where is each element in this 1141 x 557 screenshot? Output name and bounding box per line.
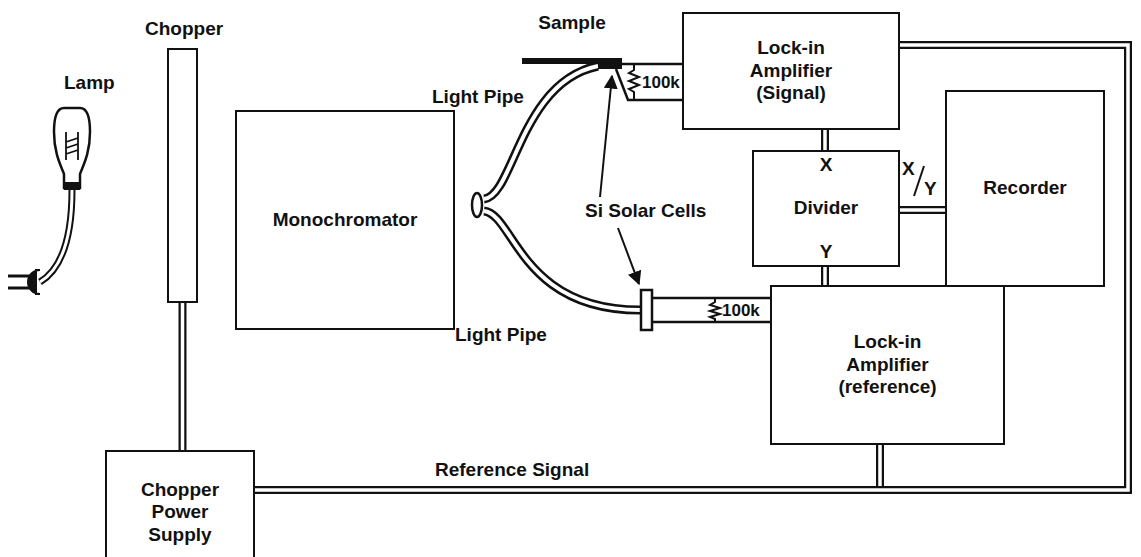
connector-line [900, 206, 945, 214]
light-pipe [484, 211, 640, 310]
connector-line [181, 303, 185, 450]
lamp-bulb [50, 102, 110, 197]
signal-label: Reference Signal [435, 459, 589, 481]
port-label: X [820, 154, 833, 176]
monochromator-box: Monochromator [235, 110, 455, 330]
node-label: Divider [794, 197, 858, 219]
leader-arrow [618, 228, 639, 284]
signal-name: X [902, 158, 915, 180]
divider-box: X DividerY [752, 150, 900, 267]
node-label: Lock-in Amplifier (Signal) [721, 37, 861, 104]
recorder-box: Recorder [945, 90, 1105, 287]
port-label: Y [820, 241, 833, 263]
ratio-slash [914, 166, 924, 196]
pipe-label: Light Pipe [432, 86, 524, 108]
connector [255, 445, 880, 490]
connector-line [823, 267, 827, 285]
connector-line [823, 130, 827, 150]
part-label: Si Solar Cells [585, 200, 706, 222]
wire [616, 69, 684, 100]
pipe-label: Light Pipe [455, 324, 547, 346]
chopper-body [167, 48, 198, 303]
leader-arrow [600, 76, 612, 197]
lock-in-amplifier-box: Lock-in Amplifier (reference) [770, 285, 1005, 445]
node-label: Lock-in Amplifier (reference) [818, 331, 958, 398]
wire [652, 321, 770, 324]
chopper: Chopper [145, 18, 220, 303]
resistor-symbol [629, 64, 639, 100]
signal-name: Y [924, 178, 937, 200]
lock-in-amplifier-box: Lock-in Amplifier (Signal) [682, 12, 900, 130]
plug-prong [8, 275, 36, 278]
node-label: Lamp [64, 72, 115, 94]
connector [900, 210, 945, 211]
light-pipe [484, 66, 598, 199]
lamp: Lamp [40, 72, 125, 197]
lens [472, 193, 482, 217]
connector-line [179, 303, 187, 450]
sample-plate [522, 58, 622, 64]
resistor-value: 100k [642, 73, 680, 93]
resistor-symbol [710, 298, 720, 322]
node-label: Chopper Power Supply [130, 479, 230, 546]
connector [825, 130, 826, 150]
connector [825, 267, 826, 285]
node-label: Chopper [145, 18, 220, 40]
connector-line [255, 445, 880, 490]
sample: Sample [522, 12, 622, 64]
connector-line [255, 445, 880, 490]
plug [28, 270, 40, 294]
connector-line [821, 267, 829, 285]
connector-line [821, 130, 829, 150]
connector [182, 303, 183, 450]
node-label: Sample [522, 12, 622, 34]
wire [652, 297, 770, 300]
node-label: Monochromator [273, 209, 418, 231]
power-supply-box: Chopper Power Supply [105, 450, 255, 557]
solar-cell [641, 290, 652, 330]
plug-prong [8, 287, 36, 290]
light-pipe [484, 211, 640, 310]
node-label: Recorder [983, 177, 1066, 199]
lamp-cord [40, 190, 72, 282]
lamp-cord [40, 190, 72, 282]
light-pipe [484, 66, 598, 199]
resistor-value: 100k [722, 301, 760, 321]
connector-line [900, 208, 945, 212]
wire [622, 63, 684, 66]
